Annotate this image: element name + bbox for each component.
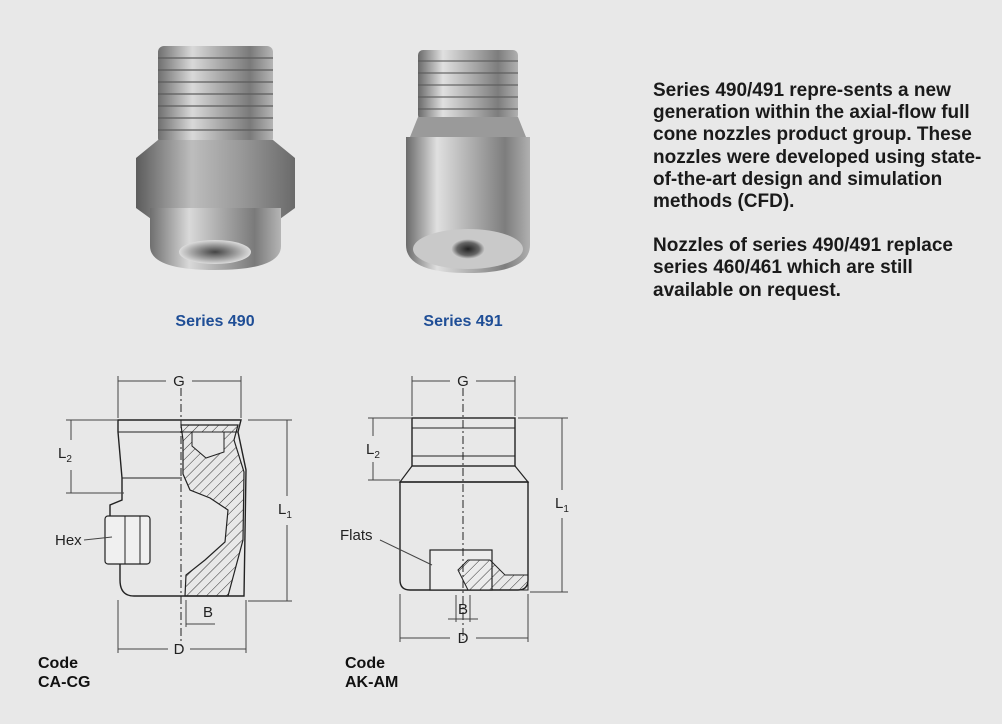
dim-b-491: B [458, 601, 468, 618]
dim-l1-490: L1 [278, 501, 292, 521]
code-490: Code CA-CG [38, 654, 90, 692]
nozzle-491-photo [406, 50, 530, 273]
nozzle-490-photo [136, 46, 295, 270]
code-490-value: CA-CG [38, 674, 91, 691]
code-491: Code AK-AM [345, 654, 398, 692]
dim-d-491: D [458, 630, 469, 647]
series-490-label: Series 490 [175, 313, 255, 330]
description-paragraph-1: Series 490/491 repre-sents a new generat… [653, 80, 982, 213]
dim-d-490: D [174, 641, 185, 658]
dim-l2-490: L2 [58, 445, 72, 465]
code-491-value: AK-AM [345, 674, 399, 691]
dim-b-490: B [203, 604, 213, 621]
description: Series 490/491 repre-sents a new generat… [653, 80, 983, 324]
code-491-title: Code [345, 655, 385, 672]
label-flats: Flats [340, 527, 373, 544]
dim-g-491: G [457, 373, 469, 390]
series-491-label: Series 491 [423, 313, 503, 330]
dim-g-490: G [173, 373, 185, 390]
label-hex: Hex [55, 532, 82, 549]
drawing-490: G L2 L1 Hex B [55, 373, 292, 658]
description-paragraph-2: Nozzles of series 490/491 replace series… [653, 235, 953, 301]
dim-l2-491: L2 [366, 441, 380, 461]
code-490-title: Code [38, 655, 78, 672]
dim-l1-491: L1 [555, 495, 569, 515]
drawing-491: G L2 L1 Flats B [340, 373, 569, 647]
